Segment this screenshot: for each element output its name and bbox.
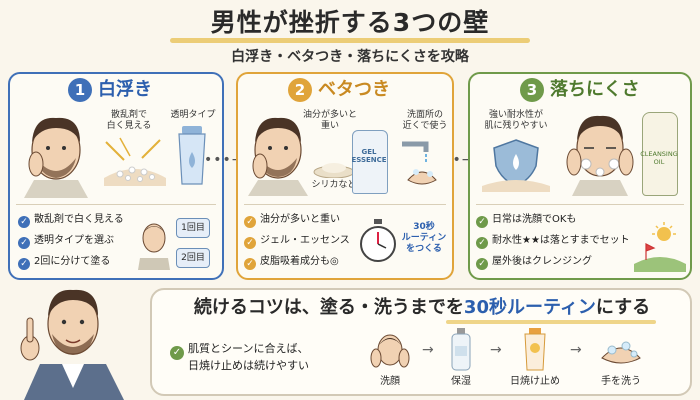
panel-2-bullet-2: ✓ジェル・エッセンス [244,234,350,249]
check-icon: ✓ [18,216,30,228]
page-title: 男性が挫折する3つの壁 [210,8,490,37]
panel-2-title: ベタつき [318,79,390,100]
gel-essence-label: GEL ESSENCE [351,148,387,164]
scatter-particles-icon [104,137,166,186]
label-scatter-agent: 散乱剤で 白く見える [106,110,152,131]
presenter-man-illustration [20,289,124,400]
panel-3-bullet-3: ✓屋外後はクレンジング [476,255,592,270]
bottom-check-text: 肌質とシーンに合えば、 日焼け止めは続けやすい [188,342,309,372]
man-face-illustration [24,117,88,198]
panel-2-bullet-1: ✓油分が多いと重い [244,213,340,228]
applying-man-icon [138,223,170,270]
check-icon: ✓ [244,258,256,270]
arrow-right-icon: → [490,342,502,358]
page-subtitle: 白浮き・ベタつき・落ちにくさを攻略 [231,49,469,65]
step-label-sunscreen: 日焼け止め [510,376,560,387]
man-washing-face-illustration [566,115,634,196]
panel-1-bullet-3: ✓2回に分けて塗る [18,255,110,270]
panel-2-bullet-3: ✓皮脂吸着成分も◎ [244,255,339,270]
dotted-arrow-icon: •••→ [204,152,245,168]
routine-timer-text: 30秒 ルーティン をつくる [401,222,447,254]
first-coat-badge: 1回目 [176,218,210,238]
hand-wash-icon [601,341,641,364]
face-wash-icon [370,334,410,368]
label-near-sink: 洗面所の 近くで使う [402,110,448,131]
panel-3-bullet-2: ✓耐水性★★は落とすまでセット [476,234,630,249]
title-underline [170,38,530,43]
cleansing-oil-label: CLEANSING OIL [640,150,678,166]
step-label-wash: 洗顔 [380,376,400,387]
step-label-hand-wash: 手を洗う [601,376,641,387]
panel-1-title: 白浮き [98,79,152,100]
panel-3-title: 落ちにくさ [550,79,640,100]
gel-essence-tube [352,130,388,194]
label-water-resistance: 強い耐水性が 肌に残りやすい [484,110,548,131]
bottom-headline: 続けるコツは、塗る・洗うまでを30秒ルーティンにする [193,297,651,318]
sun-golf-icon [634,222,686,272]
panel-3-divider [476,204,684,205]
transparent-tube-icon [178,126,206,185]
check-icon: ✓ [476,258,488,270]
stopwatch-icon [360,219,396,262]
check-icon: ✓ [18,258,30,270]
faucet-wash-icon [402,141,437,185]
second-coat-badge: 2回目 [176,248,210,268]
panel-2-number: 2 [288,78,312,102]
panel-1-divider [16,204,216,205]
panel-1-bullet-1: ✓散乱剤で白く見える [18,213,124,228]
label-transparent-type: 透明タイプ [170,110,216,120]
check-icon: ✓ [476,237,488,249]
panel-2-divider [244,204,446,205]
panel-3-number: 3 [520,78,544,102]
check-icon: ✓ [18,237,30,249]
arrow-right-icon: → [422,342,434,358]
man-face-illustration [248,117,308,196]
moisturizer-bottle-icon [451,328,471,371]
headline-underline [446,320,656,324]
step-label-moisturize: 保湿 [451,376,471,387]
check-icon: ✓ [244,237,256,249]
panel-1-bullet-2: ✓透明タイプを選ぶ [18,234,114,249]
sunscreen-tube-icon [524,328,546,371]
check-icon: ✓ [244,216,256,228]
headline-highlight: 30秒ルーティン [463,297,596,318]
cleansing-oil-bottle [642,112,678,196]
silica-powder-icon [313,163,355,178]
check-icon: ✓ [170,346,184,360]
label-silica: シリカなど [311,180,357,190]
label-heavy-oil: 油分が多いと 重い [302,110,357,131]
check-icon: ✓ [476,216,488,228]
panel-1-number: 1 [68,78,92,102]
arrow-right-icon: → [570,342,582,358]
bottom-tip-box [150,288,692,396]
water-shield-icon [482,139,550,192]
panel-3-bullet-1: ✓日常は洗顔でOKも [476,213,576,228]
